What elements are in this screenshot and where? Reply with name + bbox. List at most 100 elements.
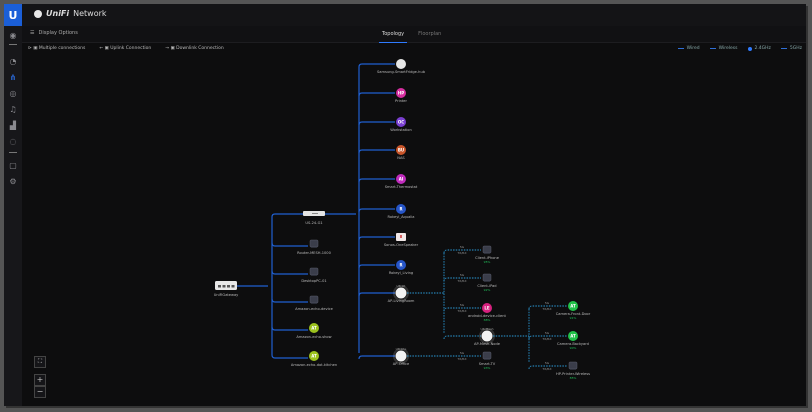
client-avatar[interactable] xyxy=(396,88,406,98)
client-device[interactable] xyxy=(309,295,319,304)
topology-graph[interactable]: UniFiGatewayUS-24-G1Router-MESH-1000Desk… xyxy=(4,4,806,406)
client-signal-status: 95% xyxy=(484,260,491,264)
unifi-logo-icon xyxy=(34,9,42,18)
zoom-in-button[interactable]: + xyxy=(34,374,46,386)
client-avatar[interactable] xyxy=(309,351,319,361)
ubiquiti-logo[interactable]: U xyxy=(4,4,22,26)
alerts-icon: ▢ xyxy=(9,160,17,170)
client-rate: TX/RX xyxy=(541,307,551,311)
product-name: Network xyxy=(73,9,107,18)
client-avatar-initials: AT xyxy=(570,333,576,338)
client-device[interactable] xyxy=(309,239,319,248)
statistics-icon: ◔ xyxy=(9,56,17,66)
sidebar-item-alerts[interactable]: ▢ xyxy=(8,160,18,170)
top-bar: U UniFi Network xyxy=(4,4,806,26)
client-avatar-initials: AT xyxy=(570,303,576,308)
access-point[interactable] xyxy=(395,287,407,299)
zoom-out-button[interactable]: − xyxy=(34,386,46,398)
client-label: Smart-TV xyxy=(479,362,496,366)
mesh-access-point[interactable] xyxy=(481,330,493,342)
client-device-stand xyxy=(484,253,490,254)
gateway-child-link xyxy=(271,326,308,331)
sidebar-item-statistics[interactable]: ◔ xyxy=(8,56,18,66)
sidebar-divider xyxy=(9,152,17,153)
client-avatar[interactable] xyxy=(568,331,578,341)
client-device[interactable] xyxy=(482,351,492,360)
client-device-logo xyxy=(400,235,402,238)
client-label: Workstation xyxy=(390,128,411,132)
sidebar-item-topology[interactable]: ⋔ xyxy=(8,72,18,82)
legend-wireless: Wireless xyxy=(709,46,738,51)
devices-icon: ◎ xyxy=(9,88,17,98)
client-device[interactable] xyxy=(568,361,578,370)
client-device-stand xyxy=(570,369,576,370)
gateway-child-link xyxy=(271,354,308,359)
sidebar: ◉ ◔ ⋔ ◎ ♫ ▟ ◌ ▢ ⚙ xyxy=(4,26,22,406)
tab-floorplan[interactable]: Floorplan xyxy=(418,31,442,37)
gateway-child-link xyxy=(271,298,308,303)
client-label: Amazon-echo-dot-kitchen xyxy=(291,363,337,367)
client-signal-status: 88% xyxy=(484,318,491,322)
clients-icon: ♫ xyxy=(9,104,17,114)
switch-child-link xyxy=(358,236,395,241)
client-label: Camera-Front-Door xyxy=(556,312,591,316)
client-label: Amazon-echo-device xyxy=(295,307,333,311)
switch-label: US-24-G1 xyxy=(305,221,322,225)
client-device[interactable] xyxy=(482,273,492,282)
tab-topology[interactable]: Topology xyxy=(378,26,408,43)
client-avatar[interactable] xyxy=(396,145,406,155)
fit-view-button[interactable]: ⛶ xyxy=(34,356,46,368)
client-rate: TX/RX xyxy=(456,251,466,255)
client-avatar[interactable] xyxy=(396,204,406,214)
client-rate: TX/RX xyxy=(541,367,551,371)
client-avatar[interactable] xyxy=(396,59,406,69)
client-avatar[interactable] xyxy=(396,174,406,184)
gateway-device[interactable] xyxy=(215,281,237,290)
client-avatar[interactable] xyxy=(396,260,406,270)
access-point[interactable] xyxy=(395,350,407,362)
client-avatar[interactable] xyxy=(309,323,319,333)
client-avatar[interactable] xyxy=(568,301,578,311)
client-avatar[interactable] xyxy=(396,117,406,127)
client-label: Rokeyl_Living xyxy=(389,271,413,275)
client-avatar[interactable] xyxy=(482,303,492,313)
client-label: NAS xyxy=(397,156,405,160)
switch-child-link xyxy=(358,178,395,183)
client-device-stand xyxy=(311,247,317,248)
menu-icon: ☰ xyxy=(30,30,35,36)
wireless-client-link xyxy=(528,335,567,340)
sidebar-item-dashboard[interactable]: ◉ xyxy=(8,30,18,40)
client-band: 5G xyxy=(460,273,465,277)
wireless-client-link xyxy=(443,307,481,312)
client-label: AP-LivingRoom xyxy=(388,299,415,303)
sidebar-item-security[interactable]: ◌ xyxy=(8,136,18,146)
display-options-button[interactable]: ☰ Display Options xyxy=(30,30,78,36)
legend-wired: Wired xyxy=(677,46,700,51)
client-avatar-initials: AT xyxy=(311,325,317,330)
client-device[interactable] xyxy=(309,267,319,276)
client-label: Rokeyl_Aqualia xyxy=(388,215,415,219)
sidebar-item-devices[interactable]: ◎ xyxy=(8,88,18,98)
client-signal-status: 91% xyxy=(570,316,577,320)
sidebar-item-insights[interactable]: ▟ xyxy=(8,120,18,130)
client-rate: TX/RX xyxy=(456,357,466,361)
client-band: 5G xyxy=(545,361,550,365)
client-device[interactable] xyxy=(482,245,492,254)
client-signal-status: 93% xyxy=(484,366,491,370)
display-options-label: Display Options xyxy=(38,30,78,36)
client-label: DesktopPC-01 xyxy=(301,279,326,283)
link-type-legend: Wired Wireless 2.4GHz 5GHz xyxy=(677,46,802,51)
client-avatar-initials: R xyxy=(399,262,402,267)
switch-led xyxy=(312,213,318,214)
sidebar-item-clients[interactable]: ♫ xyxy=(8,104,18,114)
client-band: 5G xyxy=(545,301,550,305)
client-label: Smart-Thermostat xyxy=(385,185,418,189)
legend-uplink-connection: ← ▣ Uplink Connection xyxy=(99,46,152,51)
client-signal-status: 90% xyxy=(570,346,577,350)
switch-child-link xyxy=(358,92,395,97)
gateway-child-link xyxy=(271,270,308,275)
topology-icon: ⋔ xyxy=(9,72,17,82)
sidebar-item-settings[interactable]: ⚙ xyxy=(8,176,18,186)
client-avatar-initials: HP xyxy=(398,90,404,95)
client-label: Camera-Backyard xyxy=(557,342,589,346)
